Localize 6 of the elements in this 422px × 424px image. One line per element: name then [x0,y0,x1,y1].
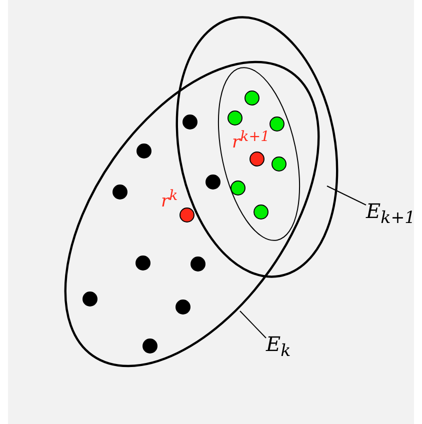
point-label: r$^{k}$ [161,189,178,211]
point-label: r$^{k+1}$ [232,130,270,152]
ellipse-label: E$_{k+1}$ [366,199,416,223]
ellipse-label: E$_{k}$ [266,332,291,356]
leader-line [240,310,266,338]
leader-line [326,186,366,206]
